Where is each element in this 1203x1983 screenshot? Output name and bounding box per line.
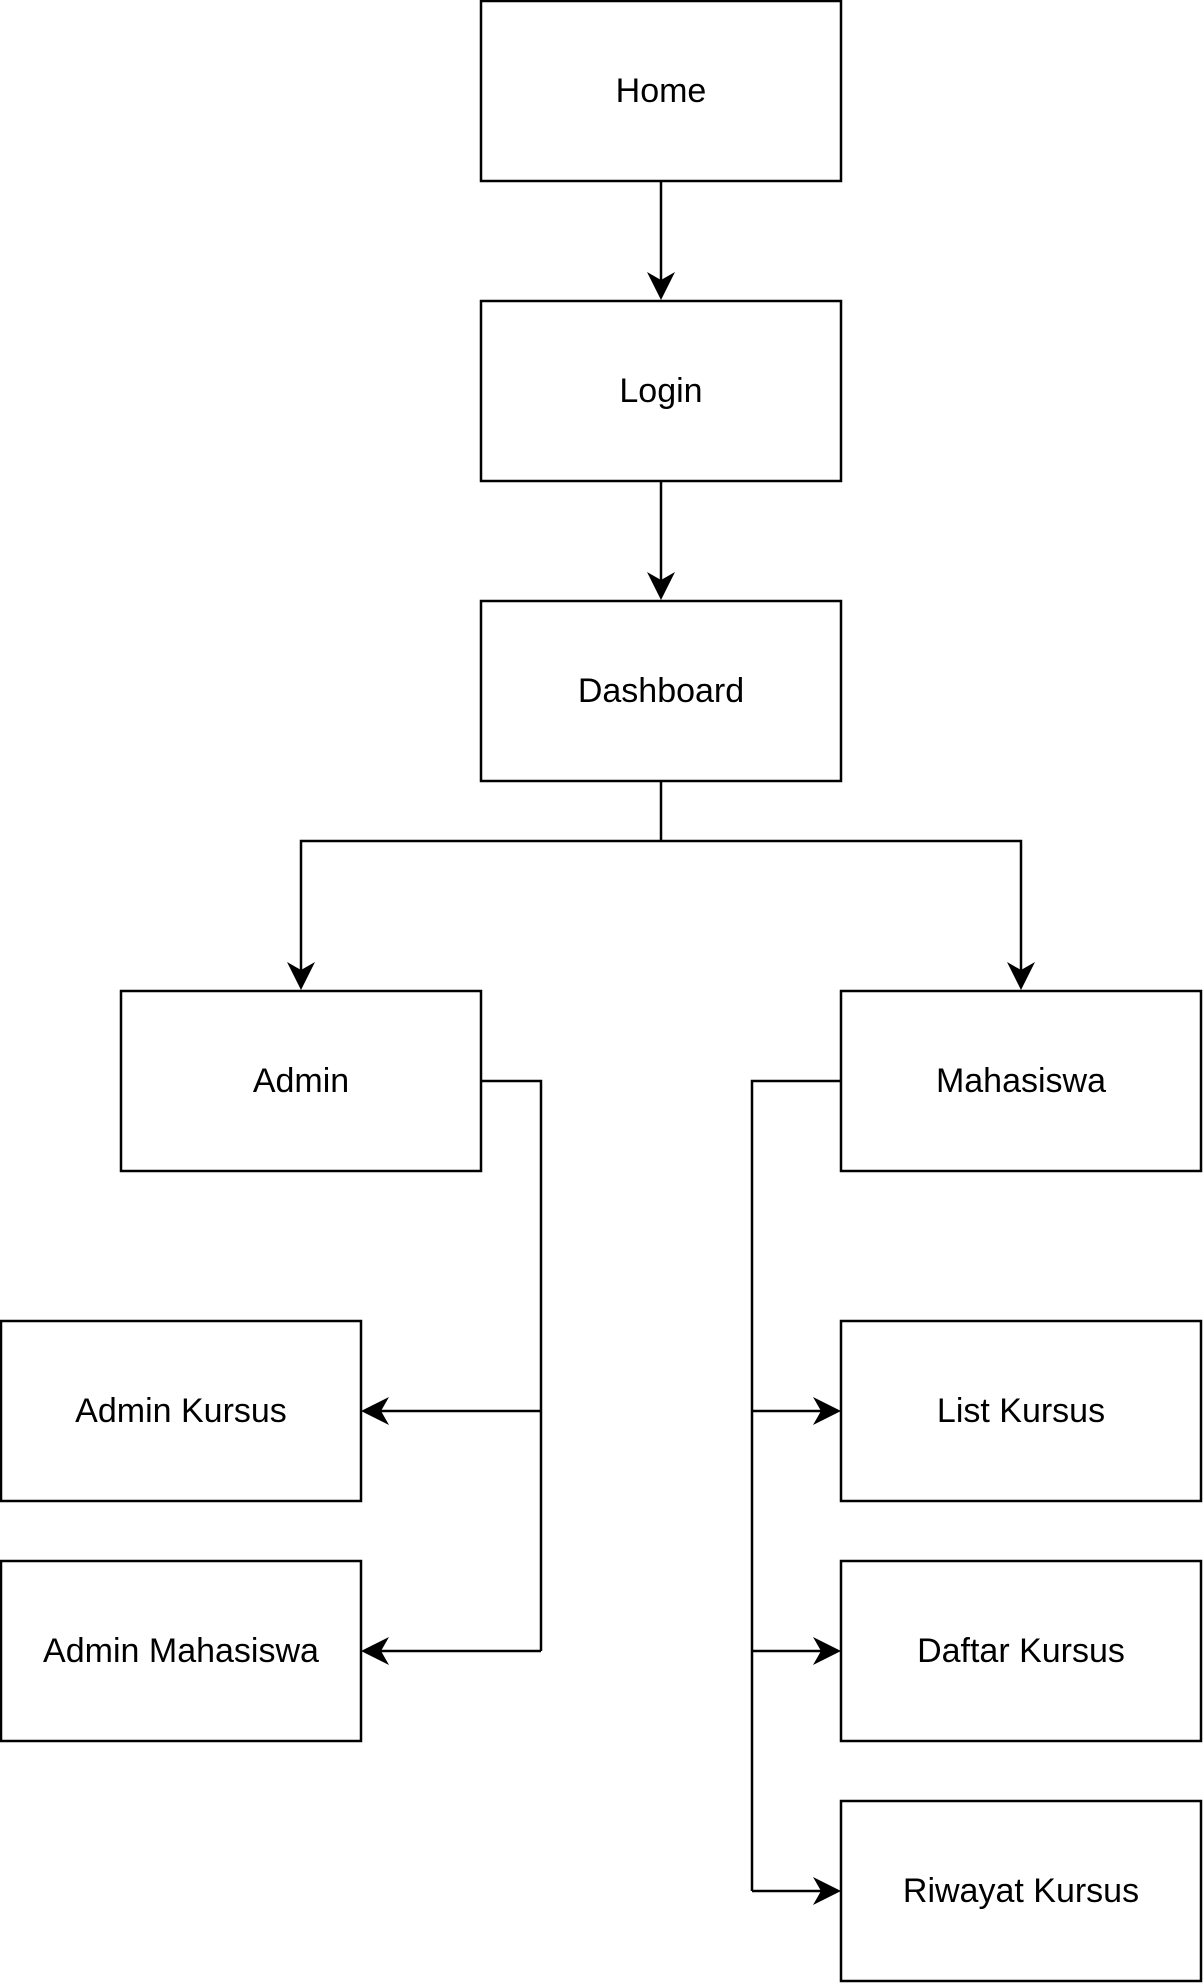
node-riwayat-kursus-box: [839, 1799, 1203, 1983]
node-login-label: Login: [619, 372, 702, 410]
edge-dashboard-mahasiswa: [661, 839, 1023, 970]
edge-mahasiswa-trunk: [750, 1079, 841, 1891]
node-daftar-kursus-box: [839, 1559, 1203, 1743]
node-dashboard-box: [479, 599, 843, 783]
arrowhead-admin: [287, 962, 315, 990]
arrowhead-riwayat-kursus: [813, 1877, 841, 1905]
node-riwayat-kursus-label: Riwayat Kursus: [903, 1872, 1139, 1910]
arrowhead-login: [647, 272, 675, 300]
arrowhead-daftar-kursus: [813, 1637, 841, 1665]
node-admin-mahasiswa: Admin Mahasiswa: [0, 1559, 363, 1743]
node-admin-kursus-label: Admin Kursus: [75, 1392, 287, 1430]
node-daftar-kursus: Daftar Kursus: [839, 1559, 1203, 1743]
node-admin-label: Admin: [253, 1062, 349, 1100]
node-admin-mahasiswa-label: Admin Mahasiswa: [43, 1632, 319, 1670]
node-home-label: Home: [616, 72, 707, 110]
arrowhead-admin-kursus: [361, 1397, 389, 1425]
node-mahasiswa-label: Mahasiswa: [936, 1062, 1106, 1100]
arrowhead-admin-mahasiswa: [361, 1637, 389, 1665]
edge-admin-trunk: [481, 1079, 543, 1651]
node-admin-kursus-box: [0, 1319, 363, 1503]
edge-dashboard-admin: [299, 839, 661, 970]
node-login-box: [479, 299, 843, 483]
node-riwayat-kursus: Riwayat Kursus: [839, 1799, 1203, 1983]
node-list-kursus-label: List Kursus: [937, 1392, 1105, 1430]
node-mahasiswa-box: [839, 989, 1203, 1173]
node-admin-kursus: Admin Kursus: [0, 1319, 363, 1503]
node-admin-mahasiswa-box: [0, 1559, 363, 1743]
node-login: Login: [479, 299, 843, 483]
node-home-box: [479, 0, 843, 183]
node-home: Home: [479, 0, 843, 183]
connectors: [287, 182, 1035, 1905]
arrowhead-dashboard: [647, 572, 675, 600]
node-dashboard-label: Dashboard: [578, 672, 744, 710]
node-list-kursus-box: [839, 1319, 1203, 1503]
node-mahasiswa: Mahasiswa: [839, 989, 1203, 1173]
node-admin: Admin: [119, 989, 483, 1173]
node-dashboard: Dashboard: [479, 599, 843, 783]
node-list-kursus: List Kursus: [839, 1319, 1203, 1503]
node-admin-box: [119, 989, 483, 1173]
arrowhead-list-kursus: [813, 1397, 841, 1425]
node-daftar-kursus-label: Daftar Kursus: [917, 1632, 1125, 1670]
arrowhead-mahasiswa: [1007, 962, 1035, 990]
